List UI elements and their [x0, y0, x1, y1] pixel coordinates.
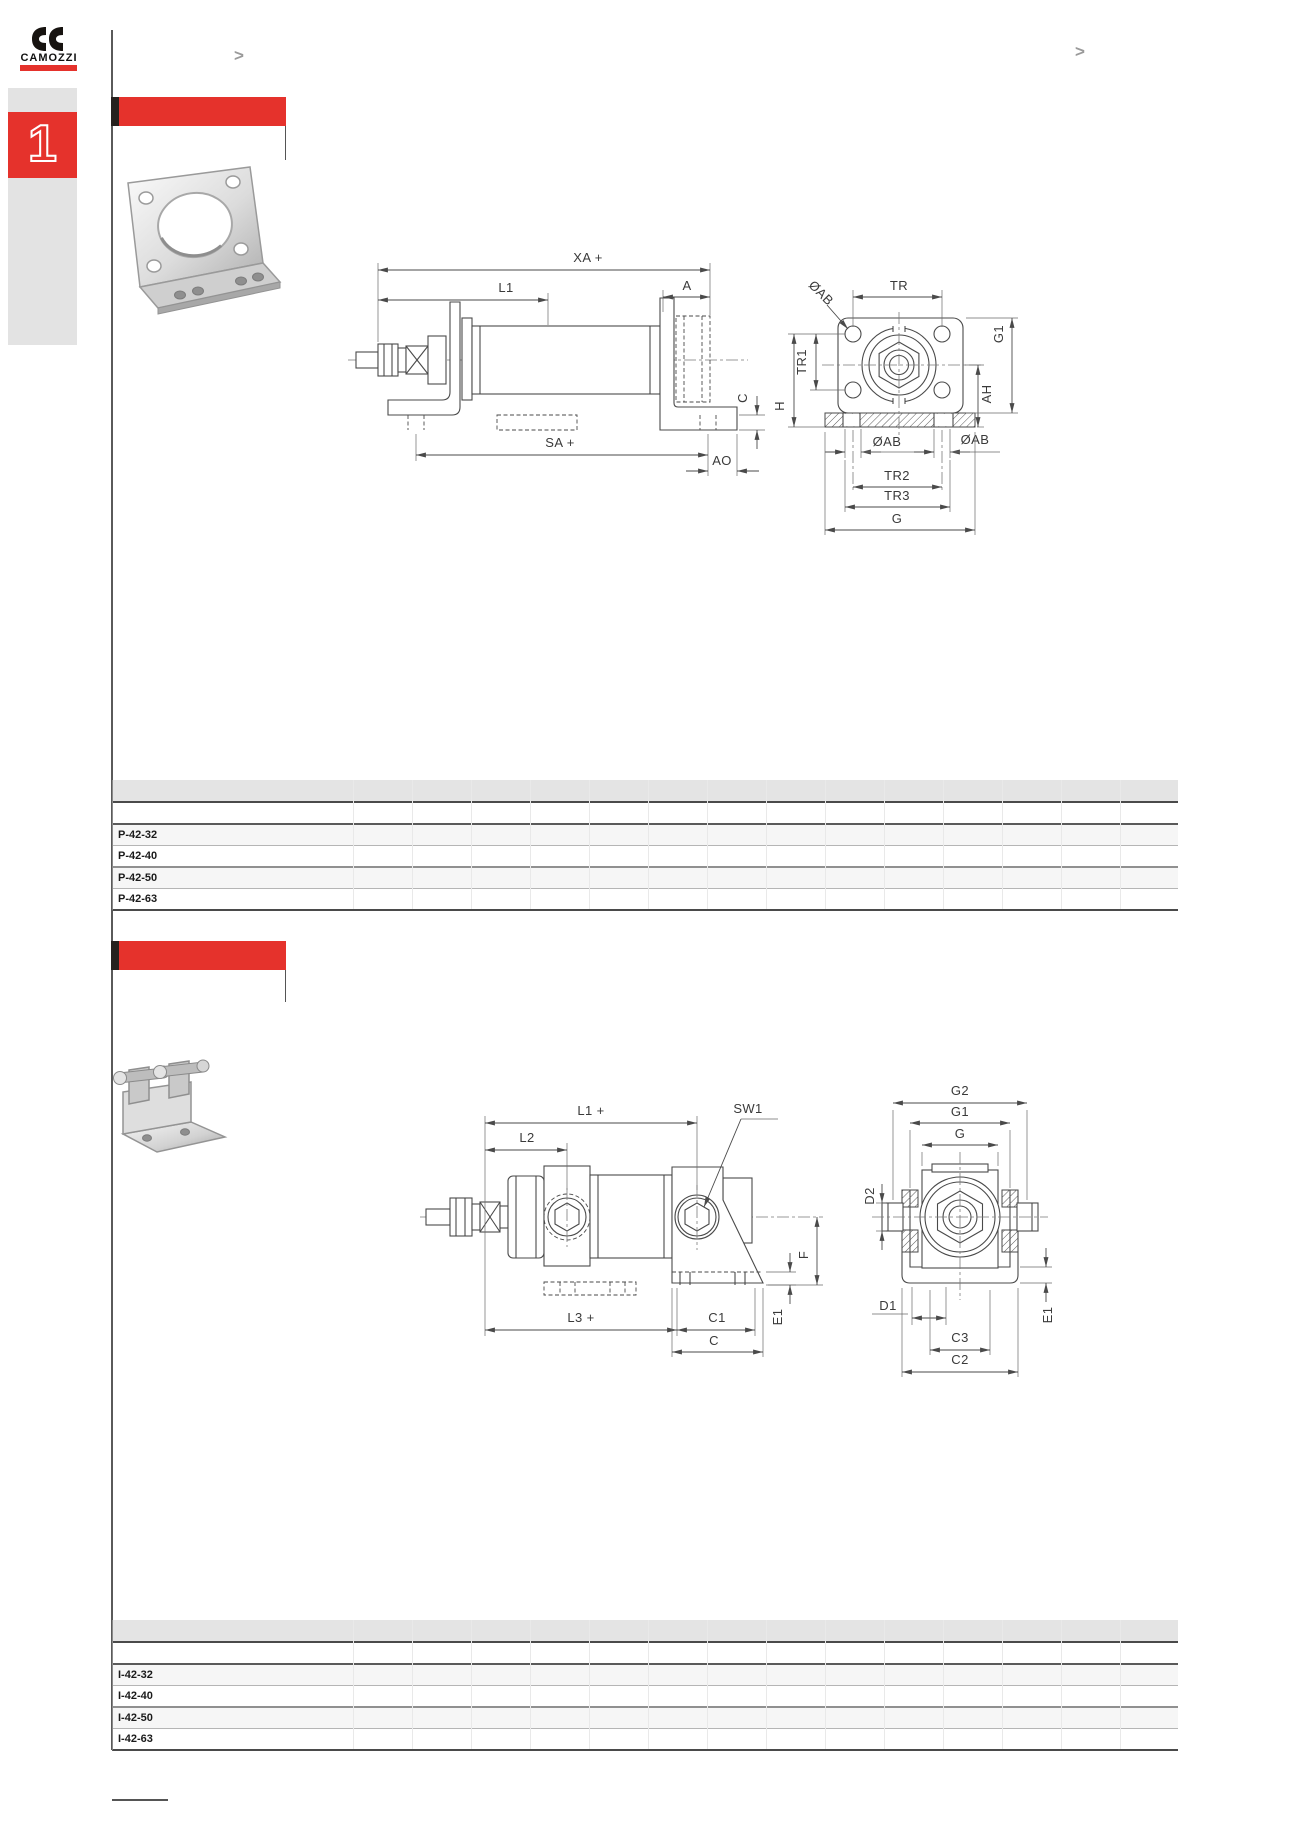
- title-bar-accent: [111, 97, 119, 126]
- dim-label-l1: L1 +: [577, 1103, 604, 1118]
- section2-technical-drawing: L1 + L2 SW1 L3 + C1 C F E1: [420, 1083, 1055, 1377]
- model-code: P-42-40: [118, 850, 158, 862]
- dim-label-c1: C1: [708, 1310, 725, 1325]
- dim-label-oab-top: ØAB: [806, 277, 837, 308]
- product-photo-foot-bracket: [127, 166, 282, 315]
- dim-label-g: G: [892, 511, 903, 526]
- model-code: I-42-50: [118, 1712, 153, 1724]
- table-row: P-42-32: [113, 825, 1178, 846]
- dim-label-tr2: TR2: [884, 468, 910, 483]
- table-row: P-42-50: [113, 868, 1178, 889]
- dim-label-c: C: [709, 1333, 719, 1348]
- table-row: I-42-32: [113, 1665, 1178, 1686]
- section1-dimension-table: P-42-32 P-42-40 P-42-50 P-42-63: [112, 780, 1178, 911]
- dim-label-c2: C2: [951, 1352, 968, 1367]
- dim-label-d1: D1: [879, 1298, 896, 1313]
- dim-label-h: H: [772, 401, 787, 411]
- dim-label-xa: XA +: [573, 250, 602, 265]
- dim-label-g2: G2: [951, 1083, 969, 1098]
- section1-title-bar: [111, 97, 286, 126]
- model-code: I-42-63: [118, 1733, 153, 1745]
- dim-label-ao: AO: [712, 453, 732, 468]
- dim-label-l1: L1: [498, 280, 513, 295]
- dim-label-e1-side: E1: [770, 1309, 785, 1326]
- dim-label-d2: D2: [862, 1187, 877, 1204]
- model-code: P-42-50: [118, 872, 158, 884]
- brand-underline: [20, 65, 77, 71]
- dim-label-g1: G1: [951, 1104, 969, 1119]
- table-header-band: [113, 1620, 1178, 1643]
- dim-label-l2: L2: [519, 1130, 534, 1145]
- breadcrumb-separator-right: >: [1075, 42, 1085, 61]
- sidebar-spacer-bottom: [8, 178, 77, 345]
- product-photo-pivot-bracket: [113, 1059, 228, 1153]
- dim-label-tr1: TR1: [794, 349, 809, 375]
- table-row: P-42-63: [113, 889, 1178, 909]
- dim-label-sa: SA +: [545, 435, 574, 450]
- dim-label-g: G: [955, 1126, 966, 1141]
- dim-label-ah: AH: [979, 385, 994, 404]
- dim-label-a: A: [682, 278, 691, 293]
- table-subheader-row: [113, 1643, 1178, 1665]
- dim-label-c: C: [735, 393, 750, 403]
- dim-label-f: F: [796, 1251, 811, 1259]
- model-code: P-42-63: [118, 893, 158, 905]
- section2-title-bar: [111, 941, 286, 970]
- section2-title-rule: [285, 970, 286, 1002]
- camozzi-logo-icon: [32, 27, 63, 51]
- section1-title-rule: [285, 126, 286, 160]
- breadcrumb-separator-left: >: [234, 46, 244, 65]
- dim-label-e1-front: E1: [1040, 1307, 1055, 1324]
- chapter-number-tab: 1: [8, 112, 77, 178]
- dim-label-sw1: SW1: [733, 1101, 762, 1116]
- dim-label-c3: C3: [951, 1330, 968, 1345]
- dim-label-tr3: TR3: [884, 488, 910, 503]
- table-row: I-42-40: [113, 1686, 1178, 1708]
- sidebar-spacer-top: [8, 88, 77, 112]
- section1-technical-drawing: XA + L1 A C SA + AO: [348, 250, 1018, 535]
- footer-rule: [112, 1799, 168, 1801]
- dim-label-l3: L3 +: [567, 1310, 594, 1325]
- title-bar-accent: [111, 941, 119, 970]
- model-code: I-42-40: [118, 1690, 153, 1702]
- table-row: I-42-50: [113, 1708, 1178, 1729]
- table-header-band: [113, 780, 1178, 803]
- table-row: P-42-40: [113, 846, 1178, 868]
- dim-label-g1: G1: [991, 325, 1006, 343]
- brand-name: CAMOZZI: [20, 52, 78, 64]
- dim-label-oab-left: ØAB: [873, 434, 902, 449]
- model-code: I-42-32: [118, 1669, 153, 1681]
- model-code: P-42-32: [118, 829, 158, 841]
- section2-dimension-table: I-42-32 I-42-40 I-42-50 I-42-63: [112, 1620, 1178, 1751]
- table-subheader-row: [113, 803, 1178, 825]
- dim-label-tr: TR: [890, 278, 908, 293]
- table-row: I-42-63: [113, 1729, 1178, 1749]
